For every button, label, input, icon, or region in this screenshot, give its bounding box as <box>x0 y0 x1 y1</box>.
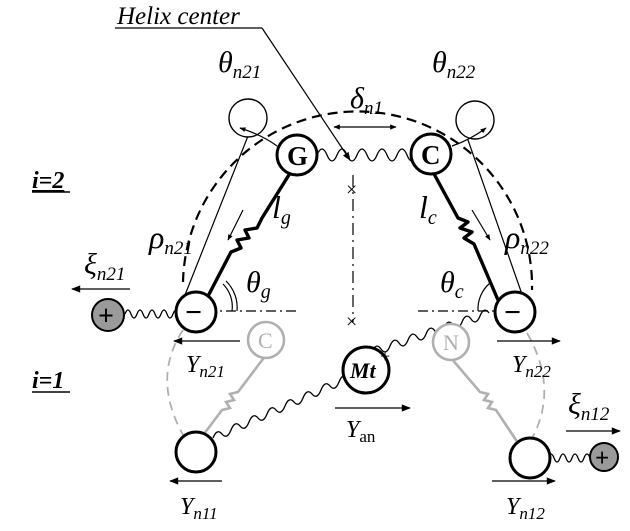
axis-cross-bottom: × <box>346 311 357 333</box>
node-minus-right-label: − <box>504 296 521 329</box>
xi-n12-label: ξn12 <box>568 388 610 425</box>
rho-n22-label: ρn22 <box>504 219 549 259</box>
spring-mt-right <box>371 309 490 353</box>
node-g <box>275 133 319 177</box>
level-1-label: i=1 <box>32 368 64 394</box>
node-mt-sup: + <box>380 346 390 366</box>
theta-c-arc <box>477 282 491 312</box>
helix-center-label: Helix center <box>116 3 240 30</box>
helix-center-pointer <box>261 27 351 161</box>
outer-dashed-arc <box>181 110 534 291</box>
node-n-gray <box>431 322 471 362</box>
theta-g-label: θg <box>246 266 271 303</box>
axis-cross-top: × <box>346 179 357 201</box>
Y-n21-label: Yn21 <box>186 352 225 381</box>
theta-g-arc <box>222 283 233 312</box>
rho-line-right <box>467 139 525 301</box>
Y-n22-label: Yn22 <box>512 352 551 381</box>
theta-n22-arrow <box>451 127 487 147</box>
node-minus-left-label: − <box>185 296 202 329</box>
node-plus-left <box>91 298 125 332</box>
theta-c-label: θc <box>440 266 464 303</box>
node-mt <box>341 345 391 395</box>
lc-label: lc <box>419 189 437 229</box>
spring-mt-left <box>212 375 349 439</box>
Y-n12-label: Yn12 <box>506 494 545 523</box>
rho-n21-label: ρn21 <box>148 219 193 259</box>
lower-right-gray-arc <box>526 332 546 443</box>
theta-n22-label: θn22 <box>432 46 476 83</box>
node-mt-label: Mt <box>349 358 377 383</box>
rho-arrow-left <box>227 209 244 241</box>
lever-g <box>204 169 294 301</box>
Y-n11-label: Yn11 <box>180 494 218 523</box>
rho-line-left <box>182 135 249 301</box>
gray-link-left <box>196 354 268 443</box>
lever-c <box>431 171 500 301</box>
node-minus-right <box>493 290 537 334</box>
node-g-label: G <box>287 141 308 171</box>
node-n-gray-label: N <box>443 330 459 355</box>
rho-arrow-right <box>471 209 491 241</box>
Y-an-label: Yan <box>346 417 376 446</box>
node-plus-left-label: + <box>98 301 114 332</box>
level-2-label: i=2 <box>32 168 64 194</box>
theta-g-arc-2 <box>225 280 238 312</box>
node-c-gray-label: C <box>258 328 273 353</box>
top-left-circle <box>228 98 268 138</box>
node-plus-right-label: + <box>595 445 609 472</box>
theta-n21-label: θn21 <box>218 46 261 83</box>
node-c-gray <box>246 320 286 360</box>
node-lower-right <box>508 436 552 480</box>
node-c-top <box>409 132 453 176</box>
theta-n21-arrow <box>239 127 278 147</box>
spring-top <box>316 148 416 162</box>
node-lower-left <box>174 430 218 474</box>
lg-label: lg <box>272 189 291 229</box>
lower-left-gray-arc <box>166 329 187 441</box>
node-minus-left <box>174 290 218 334</box>
xi-n21-label: ξn21 <box>84 248 125 285</box>
top-right-circle <box>455 100 495 140</box>
node-plus-right <box>589 442 619 472</box>
gray-link-right <box>450 357 522 447</box>
delta-n1-label: δn1 <box>350 82 383 119</box>
node-c-top-label: C <box>421 140 441 170</box>
